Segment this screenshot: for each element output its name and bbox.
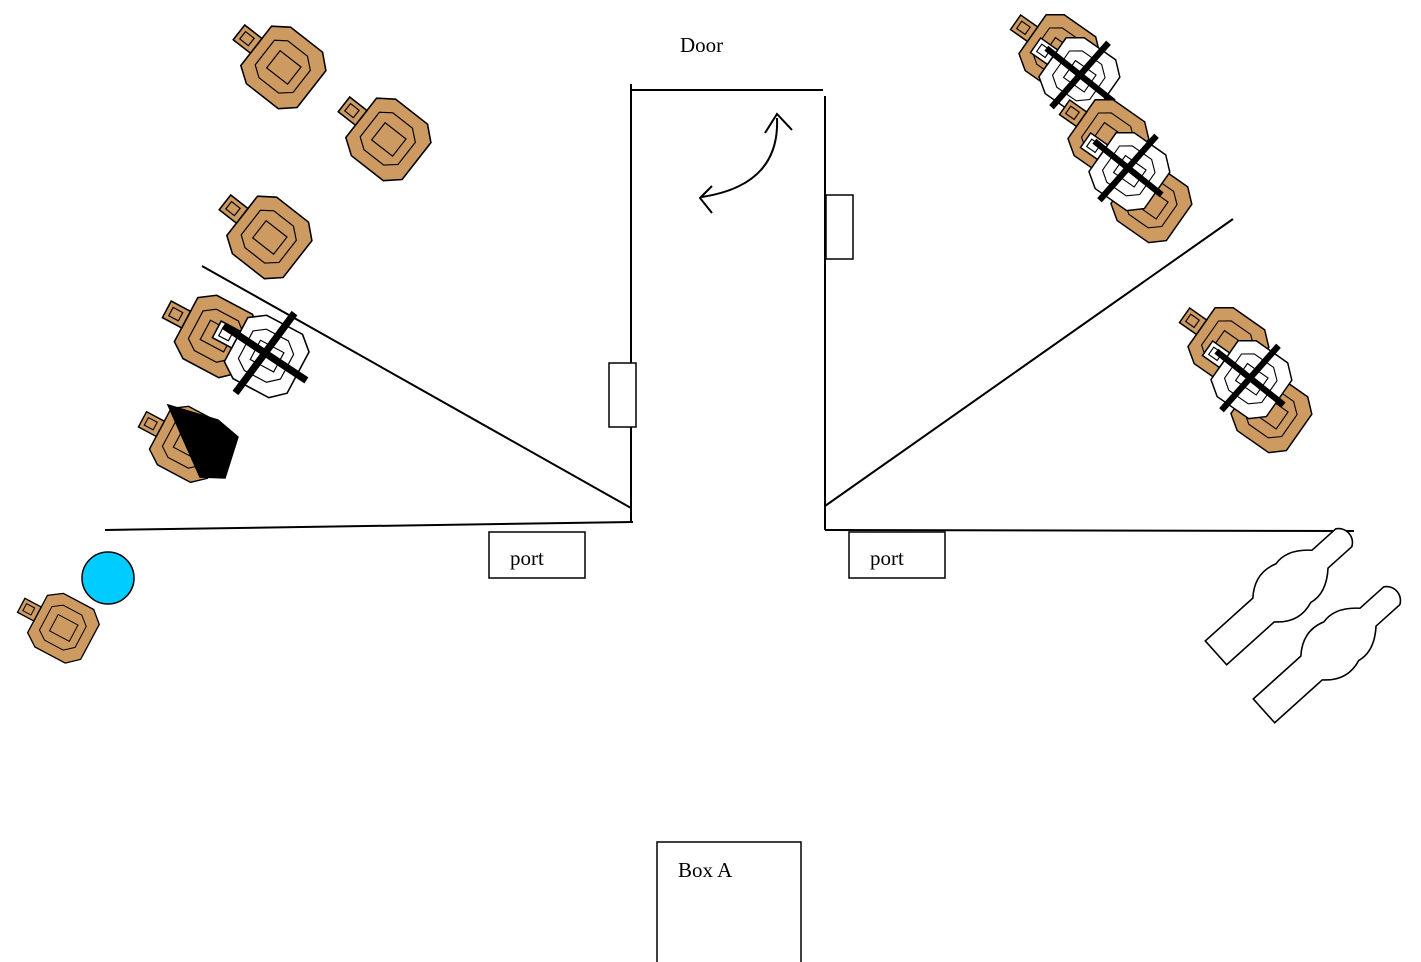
target-icon bbox=[203, 174, 320, 287]
box-a-label: Box A bbox=[678, 858, 733, 882]
left-port-box bbox=[488, 531, 586, 579]
left-wall-panel bbox=[608, 362, 637, 428]
hostage-target-icon bbox=[127, 390, 239, 488]
left-sight-line bbox=[201, 265, 632, 509]
left-floor-line bbox=[104, 521, 634, 531]
neutralized-target-icon bbox=[150, 278, 315, 405]
door-swing-arrow-icon bbox=[698, 112, 793, 214]
right-port-label: port bbox=[870, 546, 904, 570]
right-sight-line bbox=[824, 218, 1234, 507]
blue-dot-icon bbox=[81, 551, 135, 605]
right-floor-line bbox=[824, 529, 1355, 532]
target-icon bbox=[322, 76, 439, 189]
target-icon bbox=[217, 4, 334, 117]
box-a bbox=[656, 841, 802, 962]
right-port-box bbox=[848, 531, 946, 579]
left-port-label: port bbox=[510, 546, 544, 570]
right-wall-panel bbox=[825, 194, 854, 260]
neutralized-target-icon bbox=[1165, 287, 1319, 460]
neutralized-target-icon bbox=[1045, 79, 1199, 250]
room-walls bbox=[104, 84, 1355, 532]
door-label: Door bbox=[680, 33, 723, 57]
